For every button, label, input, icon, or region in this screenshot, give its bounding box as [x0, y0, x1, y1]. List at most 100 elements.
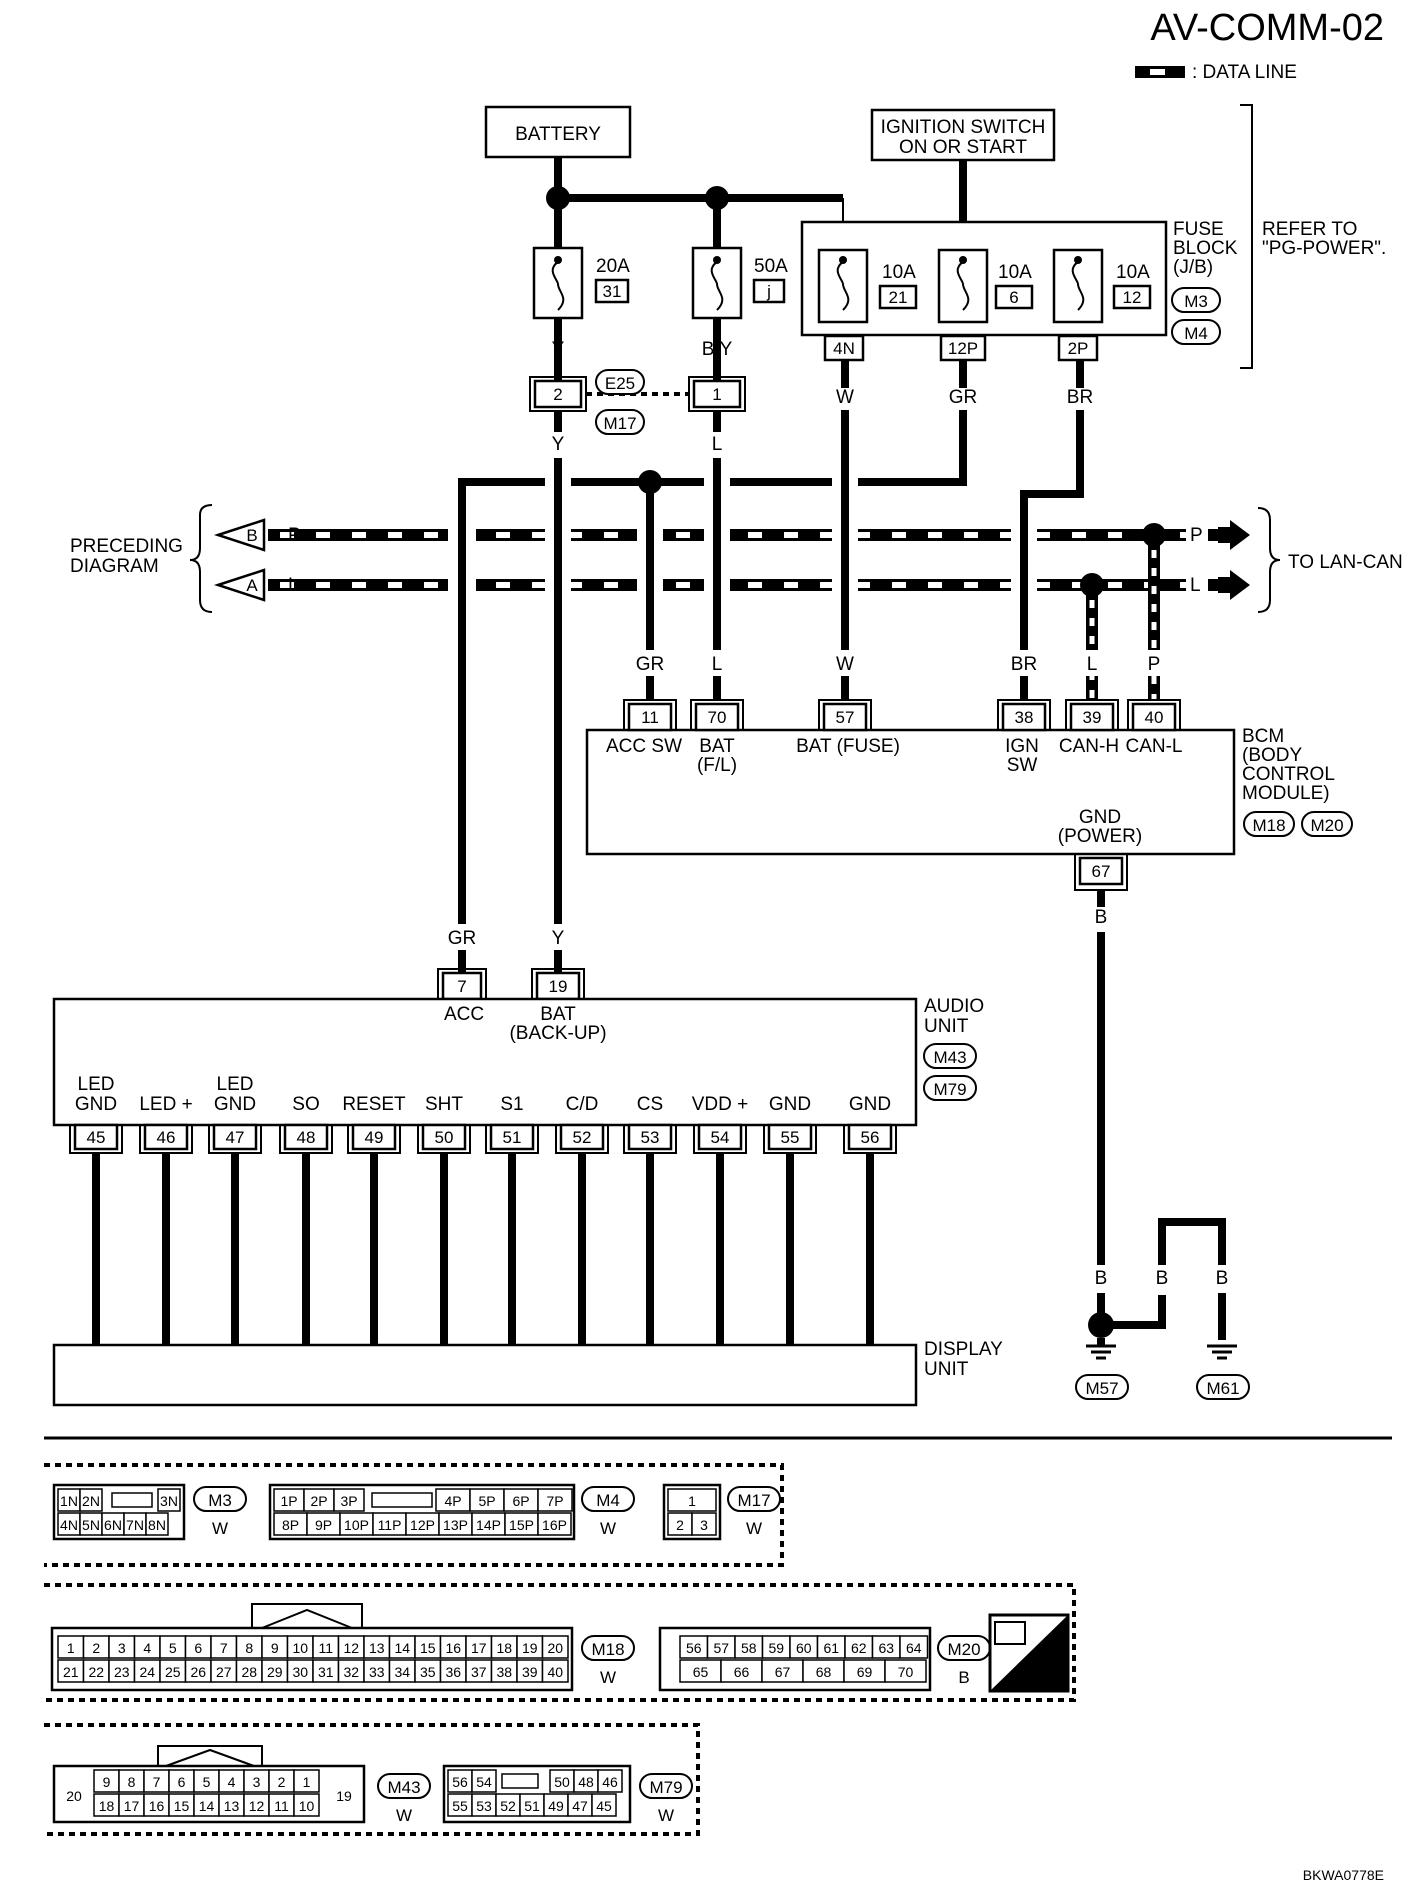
svg-text:1: 1	[303, 1774, 311, 1790]
bcm-pins: 11 70 57 38 39 40	[623, 699, 1181, 732]
diagram-code: BKWA0778E	[1303, 1867, 1384, 1883]
svg-text:20: 20	[66, 1788, 82, 1804]
bcm-label-can-h: CAN-H	[1059, 736, 1119, 757]
ignition-switch-box	[870, 108, 1056, 162]
svg-text:3: 3	[253, 1774, 261, 1790]
svg-text:GR: GR	[636, 654, 665, 675]
fuse-20a-num: 31	[603, 282, 622, 301]
svg-text:49: 49	[365, 1128, 384, 1147]
fuse-50a: 50A j	[691, 246, 788, 320]
display-unit-box	[52, 1343, 918, 1407]
joint-connector-2: 2	[529, 376, 587, 412]
svg-text:22: 22	[88, 1664, 104, 1680]
svg-text:47: 47	[226, 1128, 245, 1147]
svg-text:33: 33	[369, 1664, 385, 1680]
conn-m18-color: W	[600, 1668, 616, 1687]
fuse-block-label-3: (J/B)	[1173, 257, 1213, 278]
fuse-block-conn-m3: M3	[1184, 292, 1208, 311]
audio-pin-56	[847, 1123, 893, 1151]
arrow-b-label: B	[246, 526, 257, 545]
conn-m17: M17	[737, 1491, 770, 1510]
svg-text:17: 17	[124, 1798, 140, 1814]
svg-text:6P: 6P	[512, 1493, 529, 1509]
preceding-label-1: PRECEDING	[70, 536, 183, 557]
svg-text:L: L	[1087, 654, 1098, 675]
svg-text:5: 5	[203, 1774, 211, 1790]
svg-text:10: 10	[299, 1798, 315, 1814]
svg-text:10P: 10P	[344, 1517, 369, 1533]
conn-m20-color: B	[958, 1668, 969, 1687]
bcm-pin-40: 40	[1145, 708, 1164, 727]
svg-text:4N: 4N	[833, 339, 855, 358]
battery-box	[484, 105, 632, 159]
svg-text:35: 35	[420, 1664, 436, 1680]
svg-text:48: 48	[297, 1128, 316, 1147]
svg-text:56: 56	[452, 1774, 468, 1790]
to-lan-can-label: TO LAN-CAN	[1288, 552, 1403, 573]
svg-text:3: 3	[118, 1640, 126, 1656]
wire-color-br-1: BR	[1067, 387, 1093, 408]
joint-conn-e25: E25	[605, 374, 635, 393]
audio-pin-label-45: GND	[75, 1094, 117, 1115]
audio-pin-54	[697, 1123, 743, 1151]
svg-text:46: 46	[157, 1128, 176, 1147]
svg-text:18: 18	[99, 1798, 115, 1814]
display-label-2: UNIT	[924, 1359, 969, 1380]
svg-text:68: 68	[816, 1664, 832, 1680]
audio-pin-48	[283, 1123, 329, 1151]
svg-text:6: 6	[194, 1640, 202, 1656]
audio-pin-label-51: S1	[500, 1094, 523, 1115]
svg-text:15P: 15P	[509, 1517, 534, 1533]
wire-color-b-4: B	[1216, 1268, 1229, 1289]
bcm-pin-57: 57	[836, 708, 855, 727]
fuse-21-amp: 10A	[882, 262, 916, 283]
audio-pin-label-48: SO	[292, 1094, 319, 1115]
svg-text:8N: 8N	[148, 1517, 166, 1533]
svg-text:53: 53	[476, 1798, 492, 1814]
svg-text:1P: 1P	[280, 1493, 297, 1509]
svg-text:15: 15	[174, 1798, 190, 1814]
audio-pin-53	[627, 1123, 673, 1151]
svg-text:45: 45	[87, 1128, 106, 1147]
svg-text:55: 55	[452, 1798, 468, 1814]
fuse-block-conn-m4: M4	[1184, 324, 1208, 343]
audio-pin-46	[143, 1123, 189, 1151]
to-lan-can-arrows: TO LAN-CAN	[1218, 507, 1403, 613]
svg-text:70: 70	[898, 1664, 914, 1680]
svg-text:51: 51	[503, 1128, 522, 1147]
audio-pin-label-55: GND	[769, 1094, 811, 1115]
audio-pin-49	[351, 1123, 397, 1151]
audio-label-backup: (BACK-UP)	[509, 1023, 606, 1044]
svg-text:29: 29	[267, 1664, 283, 1680]
audio-pin-50	[421, 1123, 467, 1151]
svg-text:19: 19	[549, 977, 568, 996]
audio-name-1: AUDIO	[924, 996, 984, 1017]
svg-text:14: 14	[199, 1798, 215, 1814]
display-label-1: DISPLAY	[924, 1339, 1003, 1360]
wire-color-w-1: W	[836, 387, 854, 408]
ground-m61: M61	[1196, 1344, 1250, 1400]
audio-pin-47	[212, 1123, 258, 1151]
svg-text:5P: 5P	[478, 1493, 495, 1509]
svg-text:20: 20	[547, 1640, 563, 1656]
bcm-box	[585, 728, 1236, 856]
wire-color-p-left: P	[288, 525, 301, 546]
audio-pin-label-49: RESET	[342, 1094, 406, 1115]
conn-m20: M20	[947, 1640, 980, 1659]
refer-to-pg-power: "PG-POWER".	[1262, 238, 1386, 259]
preceding-diagram-arrows: B A PRECEDING DIAGRAM	[70, 504, 266, 613]
svg-text:GR: GR	[448, 928, 477, 949]
svg-text:4N: 4N	[60, 1517, 78, 1533]
hs-badge: H.S.	[988, 1613, 1070, 1693]
fuse-20a-amp: 20A	[596, 256, 630, 277]
